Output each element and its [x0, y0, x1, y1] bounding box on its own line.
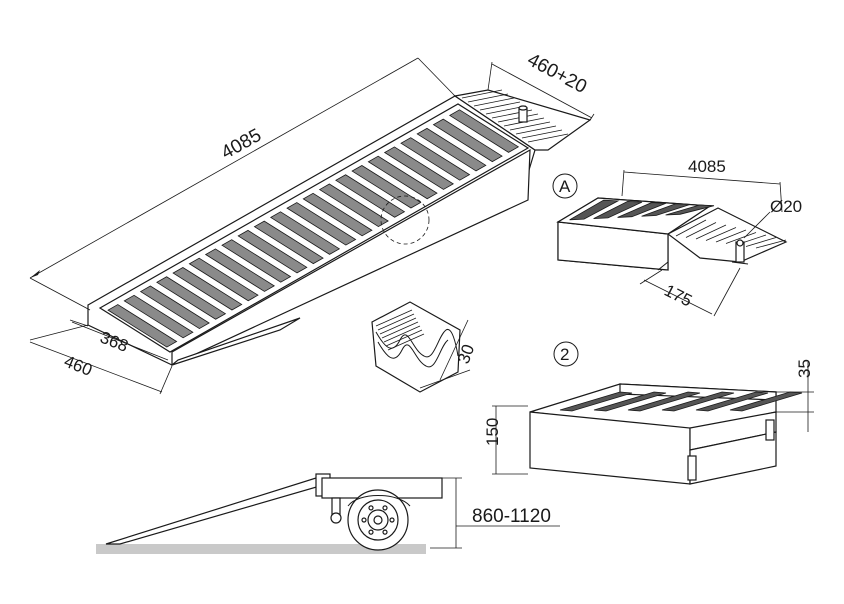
- profile-ridge: [387, 333, 425, 351]
- end-groove: [461, 89, 503, 99]
- profile-ridge: [377, 313, 415, 331]
- wheel-bolt: [382, 505, 388, 511]
- profile-detail: 30: [371, 301, 478, 393]
- side-view: 860-1120: [96, 473, 560, 554]
- detail-groove: [675, 219, 707, 237]
- ramp-slat: [286, 202, 357, 246]
- detail-depth-label: 175: [661, 281, 695, 311]
- detail-groove: [725, 232, 757, 244]
- detail-slat: [665, 204, 715, 216]
- detail-slat: [617, 202, 667, 218]
- callout-a-label: A: [559, 177, 571, 196]
- end-groove: [515, 125, 557, 135]
- ramp-slat: [204, 248, 276, 292]
- profile-ridges: [375, 309, 425, 351]
- wheel-bolts: [361, 505, 395, 535]
- detail-groove: [745, 237, 777, 247]
- section-slat: [729, 391, 803, 412]
- ramp-slats: [107, 109, 520, 348]
- detail-groove: [715, 229, 747, 243]
- detail-slat: [569, 199, 620, 221]
- ramp-slat: [383, 146, 455, 190]
- ramp-slat: [318, 183, 389, 228]
- wheel-bolt: [368, 529, 374, 535]
- detail-slat: [593, 200, 643, 220]
- section-slat: [559, 391, 633, 412]
- section-slats: [559, 391, 803, 412]
- ramp-slat: [448, 109, 520, 153]
- dim-end-width-label: 460+20: [524, 49, 590, 98]
- ramp-slat: [107, 304, 178, 348]
- detail-slat: [641, 203, 691, 217]
- ramp-slat: [269, 211, 341, 255]
- profile-ridge: [385, 329, 423, 347]
- section-step-label: 35: [795, 359, 814, 378]
- detail-pin-label: Ø20: [770, 197, 802, 216]
- ramp-slat: [351, 165, 422, 209]
- end-groove: [527, 133, 569, 143]
- ramp-slat: [156, 276, 227, 320]
- profile-ridge: [379, 317, 417, 335]
- main-ramp: [87, 89, 592, 366]
- profile-ridge: [381, 321, 419, 339]
- ground: [96, 544, 426, 554]
- end-groove: [467, 93, 509, 103]
- section-2: 2 150 35: [483, 341, 814, 485]
- ramp-slat: [139, 285, 210, 330]
- side-height-label: 860-1120: [472, 506, 551, 527]
- section-slat: [593, 391, 667, 412]
- detail-circle: [380, 195, 430, 245]
- ramp-slat: [221, 239, 292, 283]
- wheel-bolt: [382, 529, 388, 535]
- dim-outer-width-label: 460: [61, 352, 94, 380]
- ramp-slat: [188, 257, 259, 302]
- end-groove: [509, 121, 551, 131]
- end-groove: [473, 97, 515, 107]
- detail-grooves: [675, 219, 787, 249]
- section-slat: [661, 391, 735, 412]
- detail-a: A 4085 Ø20 175: [552, 157, 802, 317]
- ramp-slat: [237, 229, 308, 274]
- detail-groove: [755, 239, 787, 249]
- ramp-slat: [400, 137, 471, 181]
- ramp-slat: [432, 118, 503, 163]
- callout-a-circle: [552, 173, 578, 199]
- section-height-label: 150: [483, 418, 502, 446]
- detail-slats: [569, 199, 715, 221]
- ramp-side: [105, 477, 321, 545]
- section-slat: [627, 391, 701, 412]
- section-slat: [695, 391, 769, 412]
- ramp-slat: [172, 267, 243, 311]
- detail-groove: [705, 227, 737, 241]
- callout-2-circle: [553, 341, 579, 367]
- end-groove: [479, 101, 521, 111]
- profile-ridge: [375, 309, 413, 327]
- wheel-bolt: [368, 505, 374, 511]
- detail-groove: [695, 224, 727, 240]
- profile-ridge: [383, 325, 421, 343]
- callout-2-label: 2: [560, 345, 569, 364]
- ramp-slat: [253, 220, 324, 265]
- wheel-bolt: [389, 517, 395, 523]
- ramp-slat: [416, 127, 487, 172]
- ramp-slat: [367, 155, 438, 200]
- end-groove: [497, 113, 539, 123]
- end-groove: [521, 129, 563, 139]
- detail-length-label: 4085: [688, 157, 726, 176]
- ramp-slat: [335, 174, 406, 218]
- detail-groove: [685, 222, 717, 238]
- ramp-slat: [123, 294, 194, 339]
- wheel-bolt: [361, 517, 367, 523]
- ramp-slat: [302, 192, 373, 237]
